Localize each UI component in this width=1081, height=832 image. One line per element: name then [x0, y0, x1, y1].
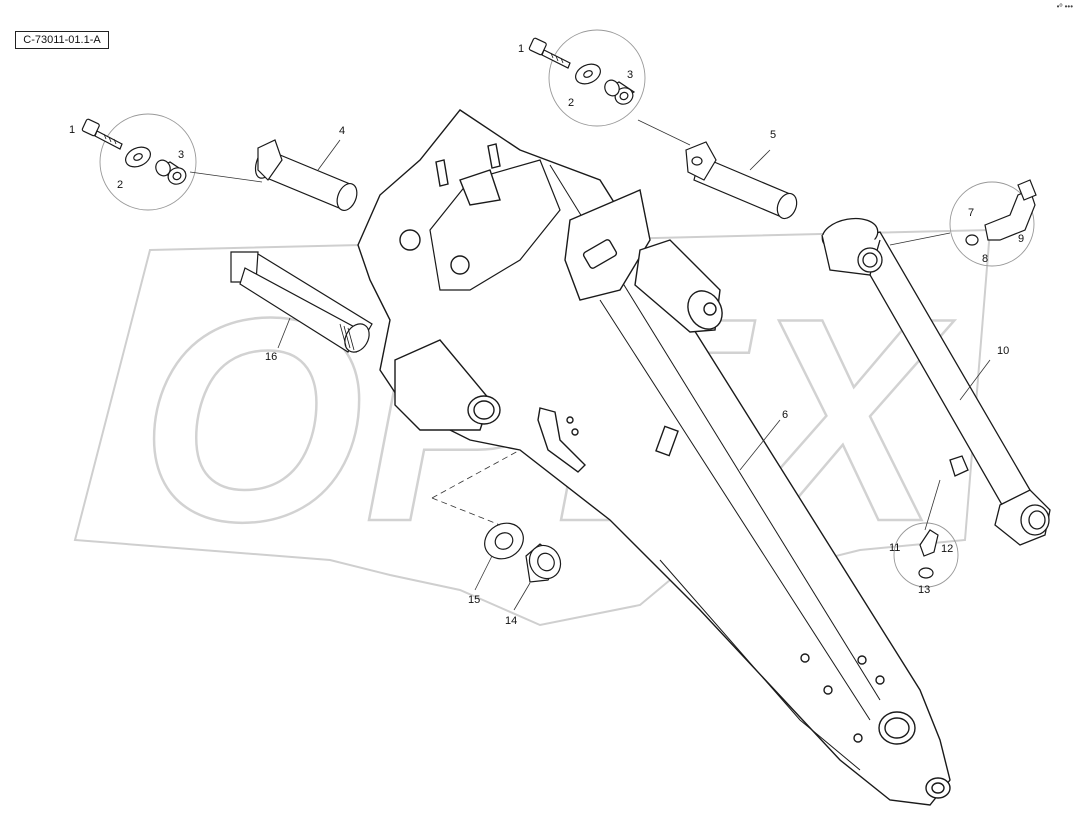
callout-8: 8 — [982, 253, 988, 265]
bolt-washer-bushing-group-top — [528, 29, 646, 127]
callout-9: 9 — [1018, 233, 1024, 245]
callout-7: 7 — [968, 207, 974, 219]
callout-12: 12 — [941, 543, 953, 555]
callout-6: 6 — [782, 409, 788, 421]
callout-16: 16 — [265, 351, 277, 363]
detail-circle-bottom-right — [893, 522, 959, 588]
detail-circle-right — [949, 181, 1035, 267]
detail-circle-left — [99, 113, 197, 211]
pin-part-5 — [685, 141, 798, 220]
callouts: 1 2 3 1 2 3 4 5 6 7 8 9 10 11 12 13 14 1… — [69, 43, 1024, 627]
boom-arm-part-6 — [357, 109, 951, 806]
bushing-part-3-left — [155, 159, 187, 185]
watermark-outline — [73, 228, 992, 627]
callout-11: 11 — [889, 542, 900, 554]
straight-fitting-part-12 — [919, 529, 939, 557]
callout-14: 14 — [505, 615, 517, 627]
bolt-part-1-top — [528, 37, 571, 69]
elbow-fitting-part-9 — [984, 189, 1036, 241]
hydraulic-cylinder-part-10 — [821, 217, 1051, 546]
bolt-washer-bushing-group-left — [81, 113, 197, 211]
callout-2-left: 2 — [117, 179, 123, 191]
leader-lines — [189, 119, 991, 611]
washer-part-2-left — [125, 146, 151, 168]
callout-3-left: 3 — [178, 149, 184, 161]
bushing-part-3-top — [604, 79, 636, 105]
callout-15: 15 — [468, 594, 480, 606]
callout-2-top: 2 — [568, 97, 574, 109]
o-ring-part-13 — [918, 567, 934, 579]
detail-circle-top — [548, 29, 646, 127]
boom-beam — [357, 109, 951, 806]
bearing-part-14 — [525, 543, 562, 583]
corner-mark: •º ••• — [1056, 2, 1073, 11]
washer-part-2-top — [575, 63, 601, 85]
fitting-group-7-8-9 — [949, 179, 1037, 267]
callout-5: 5 — [770, 129, 776, 141]
reference-code: C-73011-01.1-A — [23, 34, 101, 46]
callout-10: 10 — [997, 345, 1009, 357]
callout-1-left: 1 — [69, 124, 75, 136]
callout-4: 4 — [339, 125, 345, 137]
fitting-group-11-12-13 — [893, 522, 959, 588]
boom-hook-bracket — [537, 407, 586, 473]
o-ring-part-8 — [965, 234, 979, 246]
reference-code-box: C-73011-01.1-A — [15, 31, 109, 49]
callout-3-top: 3 — [627, 69, 633, 81]
bolt-part-1-left — [81, 118, 123, 150]
pin-part-4 — [254, 139, 358, 212]
threaded-pin-part-16 — [230, 251, 373, 353]
callout-13: 13 — [918, 584, 930, 596]
washer-part-15 — [484, 522, 524, 560]
boom-pivot-tube — [394, 339, 491, 431]
callout-1-top: 1 — [518, 43, 524, 55]
